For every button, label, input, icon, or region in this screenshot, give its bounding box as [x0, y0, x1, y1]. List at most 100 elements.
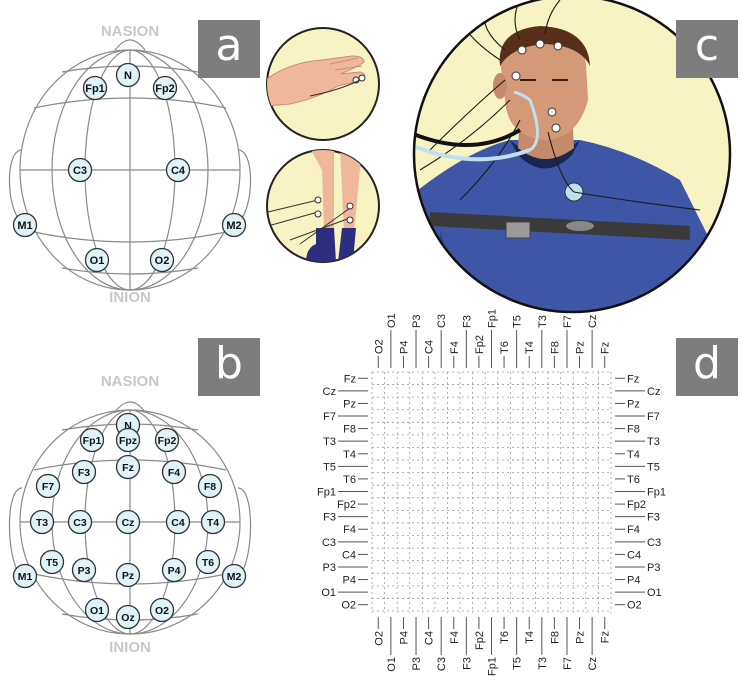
matrix-top-inner-label: T4	[524, 341, 536, 354]
electrode-label: M1	[17, 220, 32, 232]
electrode-label: O2	[155, 255, 170, 267]
electrode-label: Cz	[122, 517, 135, 529]
head-diagram-a	[8, 39, 252, 291]
matrix-top-inner-label: Fz	[600, 342, 612, 354]
matrix-bottom-outer-label: T3	[537, 657, 549, 670]
matrix-bottom-inner-label: F8	[549, 631, 561, 644]
matrix-bottom-inner-label: F4	[449, 631, 461, 644]
matrix-bottom-outer-label: F7	[562, 657, 574, 670]
a-electrode-m2: M2	[221, 212, 247, 238]
matrix-top-outer-label: T5	[512, 315, 524, 328]
b-electrode-c3: C3	[67, 509, 93, 535]
matrix-bottom-inner-label: C4	[424, 631, 436, 645]
electrode-label: Oz	[121, 612, 134, 624]
matrix-left-outer-label: F3	[323, 512, 336, 524]
legs-illustration	[266, 149, 380, 263]
matrix-top-inner-label: F8	[549, 341, 561, 354]
b-electrode-m2: M2	[221, 563, 247, 589]
electrode-label: C4	[171, 165, 186, 177]
matrix-right-inner-label: T6	[627, 474, 640, 486]
b-electrode-p4: P4	[161, 557, 187, 583]
electrode-label: F3	[78, 467, 90, 479]
b-electrode-fp2: Fp2	[154, 427, 180, 453]
matrix-right-outer-label: F7	[647, 411, 660, 423]
matrix-top-outer-label: Fp1	[487, 309, 499, 328]
matrix-bottom-inner-label: T6	[499, 631, 511, 644]
nasion-label-b: NASION	[101, 373, 159, 390]
electrode-label: Fp2	[155, 83, 175, 95]
electrode-label: T5	[46, 557, 58, 569]
matrix-left-inner-label: F8	[343, 424, 356, 436]
inion-label-b: INION	[109, 639, 151, 656]
matrix-left-inner-label: P4	[343, 575, 356, 587]
matrix-top-inner-label: C4	[424, 340, 436, 354]
ear-right	[236, 149, 252, 219]
matrix-right-inner-label: Fp2	[627, 499, 646, 511]
b-electrode-t4: T4	[200, 509, 226, 535]
matrix-right-outer-label: P3	[647, 562, 660, 574]
electrode-label: M2	[226, 220, 241, 232]
nasion-label-a: NASION	[101, 23, 159, 40]
matrix-bottom-inner-label: Pz	[575, 631, 587, 644]
matrix-right-outer-label: T3	[647, 436, 660, 448]
b-electrode-oz: Oz	[115, 604, 141, 630]
matrix-left-inner-label: T6	[343, 474, 356, 486]
a-electrode-c3: C3	[67, 157, 93, 183]
matrix-right-outer-label: O1	[647, 587, 662, 599]
b-electrode-o1: O1	[84, 597, 110, 623]
matrix-right-outer-label: Cz	[647, 386, 660, 398]
b-electrode-f7: F7	[35, 473, 61, 499]
matrix-bottom-outer-label: Fp1	[487, 657, 499, 676]
b-electrode-f4: F4	[161, 459, 187, 485]
matrix-right-inner-label: C4	[627, 549, 641, 561]
electrode-label: Fp2	[158, 435, 177, 447]
a-electrode-fp1: Fp1	[82, 75, 108, 101]
electrode-label: P3	[78, 565, 91, 577]
matrix-top-outer-label: O1	[386, 313, 398, 328]
matrix-right-outer-label: C3	[647, 537, 661, 549]
electrode-label: Fp1	[83, 435, 102, 447]
nose	[114, 401, 146, 413]
electrode-label: O1	[90, 605, 104, 617]
matrix-top-outer-label: F7	[562, 315, 574, 328]
electrode-label: O1	[90, 255, 105, 267]
electrode-label: F4	[168, 467, 180, 479]
electrode-label: N	[124, 420, 132, 432]
b-electrode-m1: M1	[12, 563, 38, 589]
matrix-right-inner-label: F8	[627, 424, 640, 436]
b-electrode-c4: C4	[165, 509, 191, 535]
matrix-left-outer-label: Fp1	[317, 487, 336, 499]
electrode-label: N	[124, 70, 132, 82]
b-electrode-fz: Fz	[115, 454, 141, 480]
matrix-bottom-outer-label: T5	[512, 657, 524, 670]
matrix-bottom-outer-label: O1	[386, 657, 398, 672]
matrix-right-outer-label: F3	[647, 512, 660, 524]
panel-label-d: d	[676, 338, 738, 396]
electrode-label: C3	[73, 517, 87, 529]
matrix-right-inner-label: F4	[627, 524, 640, 536]
matrix-bottom-inner-label: Fz	[600, 631, 612, 643]
matrix-left-outer-label: T5	[323, 461, 336, 473]
b-electrode-t5: T5	[39, 549, 65, 575]
matrix-left-outer-label: F7	[323, 411, 336, 423]
b-electrode-o2: O2	[149, 597, 175, 623]
a-electrode-c4: C4	[165, 157, 191, 183]
matrix-top-outer-label: P3	[411, 315, 423, 328]
face	[500, 30, 588, 140]
electrode-label: F8	[204, 481, 216, 493]
electrode-label: T6	[202, 557, 214, 569]
matrix-top-outer-label: C3	[436, 314, 448, 328]
matrix-grid	[371, 371, 612, 613]
matrix-left-inner-label: O2	[341, 600, 356, 612]
matrix-left-outer-label: O1	[321, 587, 336, 599]
matrix-bottom-outer-label: P3	[411, 657, 423, 670]
b-electrode-cz: Cz	[115, 509, 141, 535]
electrode-label: M2	[227, 571, 242, 583]
matrix-bottom-outer-label: Cz	[587, 657, 599, 670]
matrix-top-inner-label: F4	[449, 341, 461, 354]
matrix-bottom-inner-label: O2	[373, 631, 385, 646]
